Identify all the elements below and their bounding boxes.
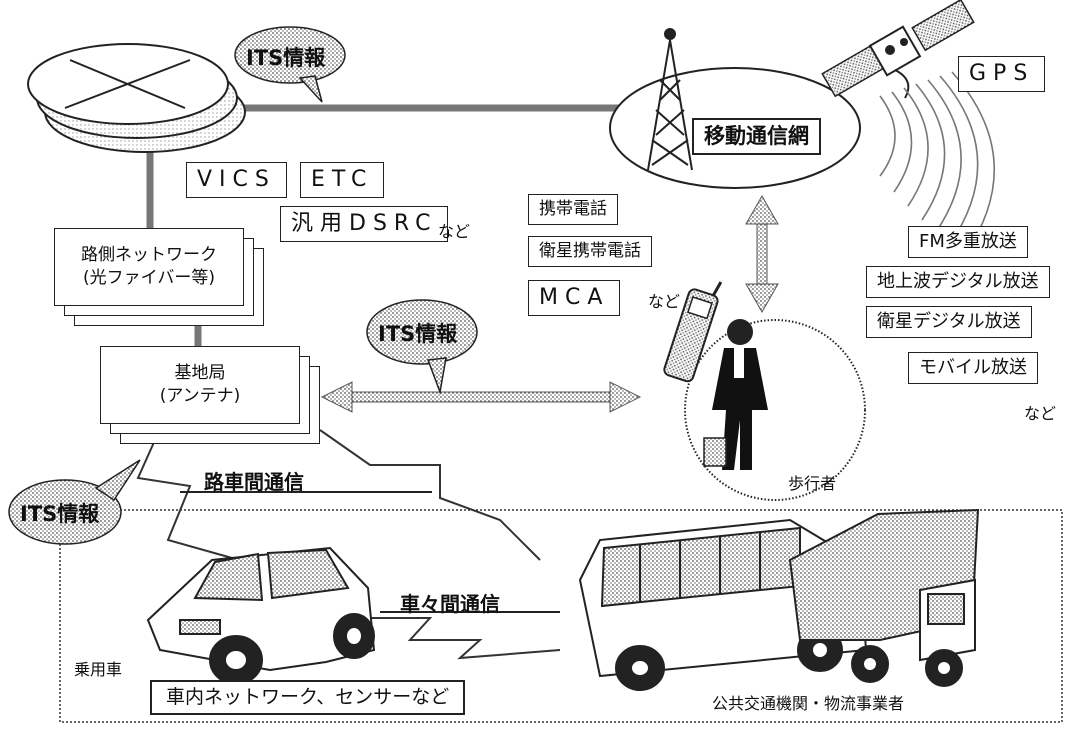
in-vehicle-network-label: 車内ネットワーク、センサーなど — [150, 680, 466, 715]
base-pedestrian-arrow — [320, 381, 642, 413]
vehicle-area-frame — [59, 509, 1063, 723]
roadside-network-line2: (光ファイバー等) — [83, 268, 215, 288]
phone-service-item: 携帯電話 — [528, 194, 618, 225]
signal-bolt-right — [319, 429, 541, 561]
phone-etc-suffix: など — [648, 292, 681, 311]
car-icon — [146, 546, 376, 685]
broadcast-item: FM多重放送 — [908, 226, 1028, 258]
truck-icon — [788, 508, 980, 687]
satellite-icon — [821, 0, 975, 99]
signal-bolt-v2v — [370, 617, 561, 660]
mobile-pedestrian-arrow — [745, 194, 779, 314]
passenger-car-label: 乗用車 — [74, 660, 123, 679]
mobile-network-label: 移動通信網 — [692, 118, 821, 155]
its-bubble-middle-shape — [366, 299, 478, 395]
base-station-box: 基地局 (アンテナ) — [100, 346, 320, 444]
dsrc-etc-suffix: など — [438, 222, 471, 241]
broadcast-item: モバイル放送 — [908, 352, 1038, 384]
broadcast-item: 衛星デジタル放送 — [866, 306, 1032, 338]
gps-label: GPS — [958, 56, 1046, 92]
mobile-phone-icon — [663, 281, 723, 383]
phone-service-item: 衛星携帯電話 — [528, 236, 652, 267]
broadcast-item: 地上波デジタル放送 — [866, 266, 1050, 298]
its-bubble-left-shape — [8, 459, 141, 545]
etc-label: ETC — [300, 162, 385, 198]
phone-service-item: MCA — [528, 280, 621, 316]
base-station-line2: (アンテナ) — [159, 386, 241, 406]
its-info-label-middle: ITS情報 — [378, 322, 458, 346]
pedestrian-label: 歩行者 — [788, 474, 837, 493]
its-info-label-left: ITS情報 — [20, 502, 100, 526]
dsrc-label: 汎用DSRC — [280, 206, 449, 242]
radio-tower-icon — [647, 28, 693, 171]
road-vehicle-communication-label: 路車間通信 — [204, 470, 304, 494]
its-bubble-top-shape — [234, 26, 346, 103]
control-center-icon — [27, 43, 246, 153]
pedestrian-icon — [703, 319, 768, 470]
broadcast-etc-suffix: など — [1024, 404, 1057, 423]
its-info-label-top: ITS情報 — [246, 46, 326, 70]
roadside-network-line1: 路側ネットワーク — [81, 245, 217, 266]
base-station-line1: 基地局 — [174, 363, 226, 384]
roadside-network-box: 路側ネットワーク (光ファイバー等) — [54, 228, 264, 326]
vehicle-vehicle-communication-label: 車々間通信 — [400, 592, 500, 616]
vics-label: VICS — [186, 162, 287, 198]
public-transport-label: 公共交通機関・物流事業者 — [712, 694, 905, 713]
